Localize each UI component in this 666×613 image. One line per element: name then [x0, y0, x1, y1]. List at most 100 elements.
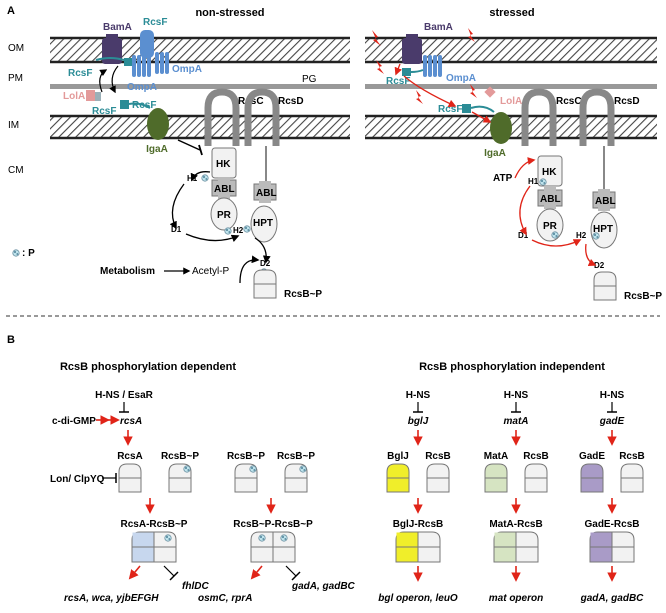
target-fhldc: fhlDC — [182, 581, 209, 592]
rcsb-p-right — [593, 271, 617, 301]
rcsb-box-matA — [524, 463, 548, 493]
complex-shape-bglJ — [395, 531, 441, 563]
h1-right: H1 — [528, 177, 539, 186]
peptidoglycan-right — [365, 84, 657, 89]
pr-left: PR — [217, 210, 232, 221]
rcsf-top-left — [95, 57, 134, 66]
inner-membrane-left — [50, 114, 350, 140]
complex-rcsa-rcsbp: RcsA-RcsB~P — [121, 519, 188, 530]
arrow-d1-h2-left — [185, 233, 240, 242]
igaa-left — [147, 108, 169, 140]
title-stressed: stressed — [489, 7, 534, 19]
abl-left-2: ABL — [256, 188, 277, 199]
rcsf-top-right — [402, 68, 424, 76]
rcsbp-label-1: RcsB~P — [161, 451, 199, 462]
indep-title: RcsB phosphorylation independent — [419, 361, 605, 373]
title-non-stressed: non-stressed — [195, 7, 264, 19]
gene-bglJ: bglJ — [408, 416, 429, 427]
target-gada-dep: gadA, gadBC — [291, 581, 356, 592]
panel-b-letter: B — [7, 334, 15, 346]
rcsf-label-top-right: RcsF — [386, 76, 410, 87]
rcsb-matA: RcsB — [523, 451, 549, 462]
pr-right: PR — [543, 221, 558, 232]
outer-membrane-left — [50, 36, 350, 64]
rcsf-label-mid-left: RcsF — [132, 100, 156, 111]
hns-label-0: H-NS — [406, 390, 431, 401]
rcsf-label-omp-left: RcsF — [143, 17, 167, 28]
d2-right: D2 — [594, 261, 605, 270]
target-gadE: gadA, gadBC — [580, 593, 645, 604]
peptidoglycan-left — [50, 84, 350, 89]
rcsf-label-low-left: RcsF — [92, 106, 116, 117]
arrow-h1-d1-right — [519, 185, 531, 236]
arrow-rcsf-to-lola-left — [109, 65, 119, 94]
abl-right-2: ABL — [595, 196, 616, 207]
cdigmp: c-di-GMP — [52, 416, 96, 427]
target-matA: mat operon — [489, 593, 543, 604]
complex-shape-gadE — [589, 531, 635, 563]
hns-label-1: H-NS — [504, 390, 529, 401]
igaa-label-right: IgaA — [484, 148, 506, 159]
rcsf-label-low-right: RcsF — [438, 104, 462, 115]
protein-matA: MatA — [484, 451, 508, 462]
lola-left — [86, 90, 101, 101]
lola-label-right: LolA — [500, 96, 522, 107]
protein-box-bglJ — [386, 463, 410, 493]
rcsf-mid-left — [120, 100, 151, 109]
complex-shape-matA — [493, 531, 539, 563]
complex-gadE: GadE-RcsB — [584, 519, 639, 530]
ompa-barrels-right — [423, 55, 442, 77]
rcsb-p-left — [253, 269, 277, 299]
abl-right-1: ABL — [540, 194, 561, 205]
ompa-label-left-2: OmpA — [172, 64, 202, 75]
metabolism-label: Metabolism — [100, 266, 155, 277]
hns-esar: H-NS / EsaR — [95, 390, 154, 401]
rcsbp-label-2: RcsB~P — [227, 451, 265, 462]
lola-label-left: LolA — [63, 91, 85, 102]
d1-right: D1 — [518, 231, 529, 240]
protein-box-gadE — [580, 463, 604, 493]
gene-matA: matA — [503, 416, 528, 427]
arrow-d1-h2-right — [531, 239, 582, 247]
target-rcsa-wca: rcsA, wca, yjbEFGH — [64, 593, 159, 604]
atp-label: ATP — [493, 173, 513, 184]
h2-left: H2 — [233, 226, 244, 235]
layer-im: IM — [8, 120, 19, 131]
arrow-h2-d2-right — [585, 243, 597, 266]
rcsf-low-right — [462, 104, 495, 113]
target-osmc: osmC, rprA — [198, 593, 252, 604]
rcsb-p-label-right: RcsB~P — [624, 291, 662, 302]
rcsd-label-left: RcsD — [278, 96, 304, 107]
rcsc-left — [204, 88, 240, 231]
rcsf-label-top-left: RcsF — [68, 68, 92, 79]
rcsb-box-bglJ — [426, 463, 450, 493]
layer-pm: PM — [8, 73, 23, 84]
arrow-rcsf-red-right — [403, 75, 457, 107]
bama-label-left: BamA — [103, 22, 132, 33]
rcsb-bglJ: RcsB — [425, 451, 451, 462]
complex-rcsbp-rcsbp-shape — [250, 531, 296, 563]
rcsa-label: RcsA — [117, 451, 143, 462]
layer-cm: CM — [8, 165, 24, 176]
hk-left: HK — [216, 159, 231, 170]
d2-left: D2 — [260, 259, 271, 268]
ompa-barrels-left — [132, 30, 169, 77]
hns-label-2: H-NS — [600, 390, 625, 401]
ompa-label-left-1: OmpA — [127, 82, 157, 93]
rcsbp-label-3: RcsB~P — [277, 451, 315, 462]
igaa-right — [490, 112, 512, 144]
legend-phosphate: : P — [22, 248, 35, 259]
rcsd-label-right: RcsD — [614, 96, 640, 107]
rcsb-box-gadE — [620, 463, 644, 493]
arrow-h1-d1-left — [169, 183, 185, 230]
lon-clpyq: Lon/ ClpYQ — [50, 474, 105, 485]
hpt-left: HPT — [253, 218, 273, 229]
complex-matA: MatA-RcsB — [489, 519, 542, 530]
rcsd-left — [244, 88, 280, 243]
abl-left-1: ABL — [214, 184, 235, 195]
ompa-label-right: OmpA — [446, 73, 476, 84]
rcsb-gadE: RcsB — [619, 451, 645, 462]
inhibit-igaa-left — [177, 139, 201, 151]
rcsa-gene: rcsA — [120, 416, 142, 427]
